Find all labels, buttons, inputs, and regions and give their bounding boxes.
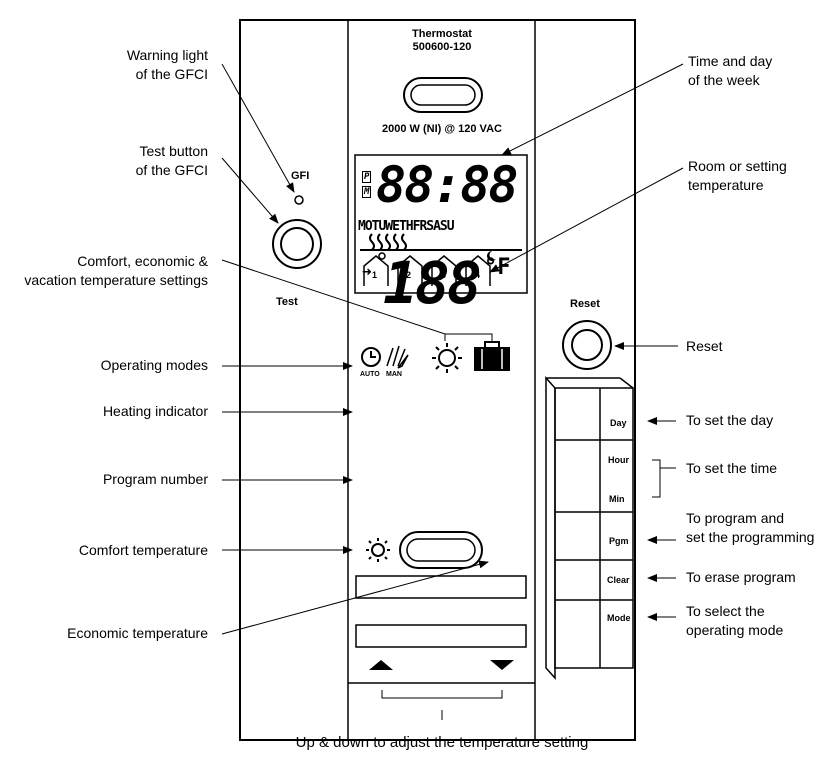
- callout-gfci-light-line1: Warning light: [126, 47, 208, 63]
- auto-label: AUTO: [360, 371, 380, 378]
- time-readout: 88:88: [376, 156, 519, 214]
- economic-temperature-pointer: [221, 560, 489, 635]
- up-down-bracket: [381, 690, 503, 720]
- comfort-economic-button[interactable]: [399, 531, 483, 569]
- mode-button[interactable]: Mode: [607, 613, 631, 623]
- program-number-1: 1: [372, 270, 378, 280]
- thermostat-housing: [239, 19, 636, 741]
- pm-indicator: P: [362, 171, 372, 183]
- gfci-test-pointer: [221, 157, 279, 224]
- up-arrow-icon[interactable]: [369, 660, 393, 670]
- manual-hand-icon: [386, 345, 409, 369]
- device-rating: 2000 W (NI) @ 120 VAC: [382, 123, 502, 135]
- program-number-4: 4: [475, 270, 481, 280]
- callout-settings-line1: Comfort, economic &: [77, 253, 208, 269]
- lcd-display: [354, 154, 528, 294]
- callout-set-time: To set the time: [686, 460, 778, 476]
- clear-button[interactable]: Clear: [607, 575, 630, 585]
- callout-room-temp-line1: Room or setting: [688, 158, 787, 174]
- callout-time-day-line1: Time and day: [688, 53, 773, 69]
- am-indicator: M: [362, 186, 372, 198]
- man-label: MAN: [386, 371, 402, 378]
- callout-program-line2: set the programming: [686, 529, 815, 545]
- temperature-bar-lower[interactable]: [355, 624, 527, 648]
- room-temp-pointer: [489, 167, 684, 273]
- top-window: [403, 77, 483, 113]
- callout-operating-modes: Operating modes: [100, 357, 208, 373]
- reset-button[interactable]: [562, 320, 612, 370]
- program-house-icons: [363, 251, 496, 286]
- temperature-readout: 188: [383, 249, 482, 317]
- settings-pointer: [221, 259, 493, 342]
- days-of-week: MOTUWETHFRSASU: [358, 219, 455, 234]
- pgm-button[interactable]: Pgm: [609, 536, 629, 546]
- callout-heating-indicator: Heating indicator: [102, 403, 208, 419]
- callout-up-down: Up & down to adjust the temperature sett…: [295, 734, 589, 751]
- callout-room-temp-line2: temperature: [688, 177, 764, 193]
- program-number-2: 2: [406, 270, 412, 280]
- callout-set-day: To set the day: [686, 412, 774, 428]
- temperature-bar-upper[interactable]: [355, 575, 527, 599]
- device-name: Thermostat: [412, 28, 472, 40]
- test-label: Test: [276, 296, 298, 308]
- time-day-pointer: [501, 63, 684, 156]
- callout-gfci-test-line2: of the GFCI: [135, 162, 208, 178]
- callout-select-mode-line2: operating mode: [686, 622, 784, 638]
- gfci-test-button[interactable]: [272, 219, 322, 269]
- callout-program-number: Program number: [102, 471, 208, 487]
- gfi-light-icon: [294, 195, 304, 205]
- down-arrow-icon[interactable]: [490, 660, 514, 670]
- button-column: [545, 376, 634, 680]
- callout-reset: Reset: [686, 338, 723, 354]
- vacation-suitcase-icon: [474, 341, 510, 371]
- callout-gfci-test-line1: Test button: [139, 143, 209, 159]
- comfort-sun-icon: [366, 538, 390, 562]
- hour-button[interactable]: Hour: [608, 455, 629, 465]
- callout-comfort-temperature: Comfort temperature: [78, 542, 208, 558]
- callout-gfci-light-line2: of the GFCI: [135, 66, 208, 82]
- min-button[interactable]: Min: [609, 494, 625, 504]
- day-button[interactable]: Day: [610, 418, 627, 428]
- economic-moon-icon: [495, 538, 506, 560]
- device-model: 500600-120: [412, 41, 472, 53]
- reset-label: Reset: [570, 298, 600, 310]
- auto-clock-icon: [361, 347, 381, 367]
- callout-select-mode-line1: To select the: [686, 603, 765, 619]
- indicator-arrow-icon: ➜: [362, 262, 372, 281]
- callout-settings-line2: vacation temperature settings: [24, 272, 208, 288]
- callout-program-line1: To program and: [686, 510, 785, 526]
- heating-indicator-icon: [369, 233, 407, 251]
- gfci-light-pointer: [221, 63, 295, 193]
- program-number-3: 3: [441, 270, 447, 280]
- gfi-label: GFI: [291, 170, 310, 182]
- comfort-mode-sun-icon: [432, 343, 462, 373]
- callout-time-day-line2: of the week: [688, 72, 760, 88]
- callout-erase: To erase program: [686, 569, 796, 585]
- callout-economic-temperature: Economic temperature: [67, 625, 208, 641]
- time-bracket: [652, 459, 661, 498]
- temperature-unit: °F: [484, 255, 511, 280]
